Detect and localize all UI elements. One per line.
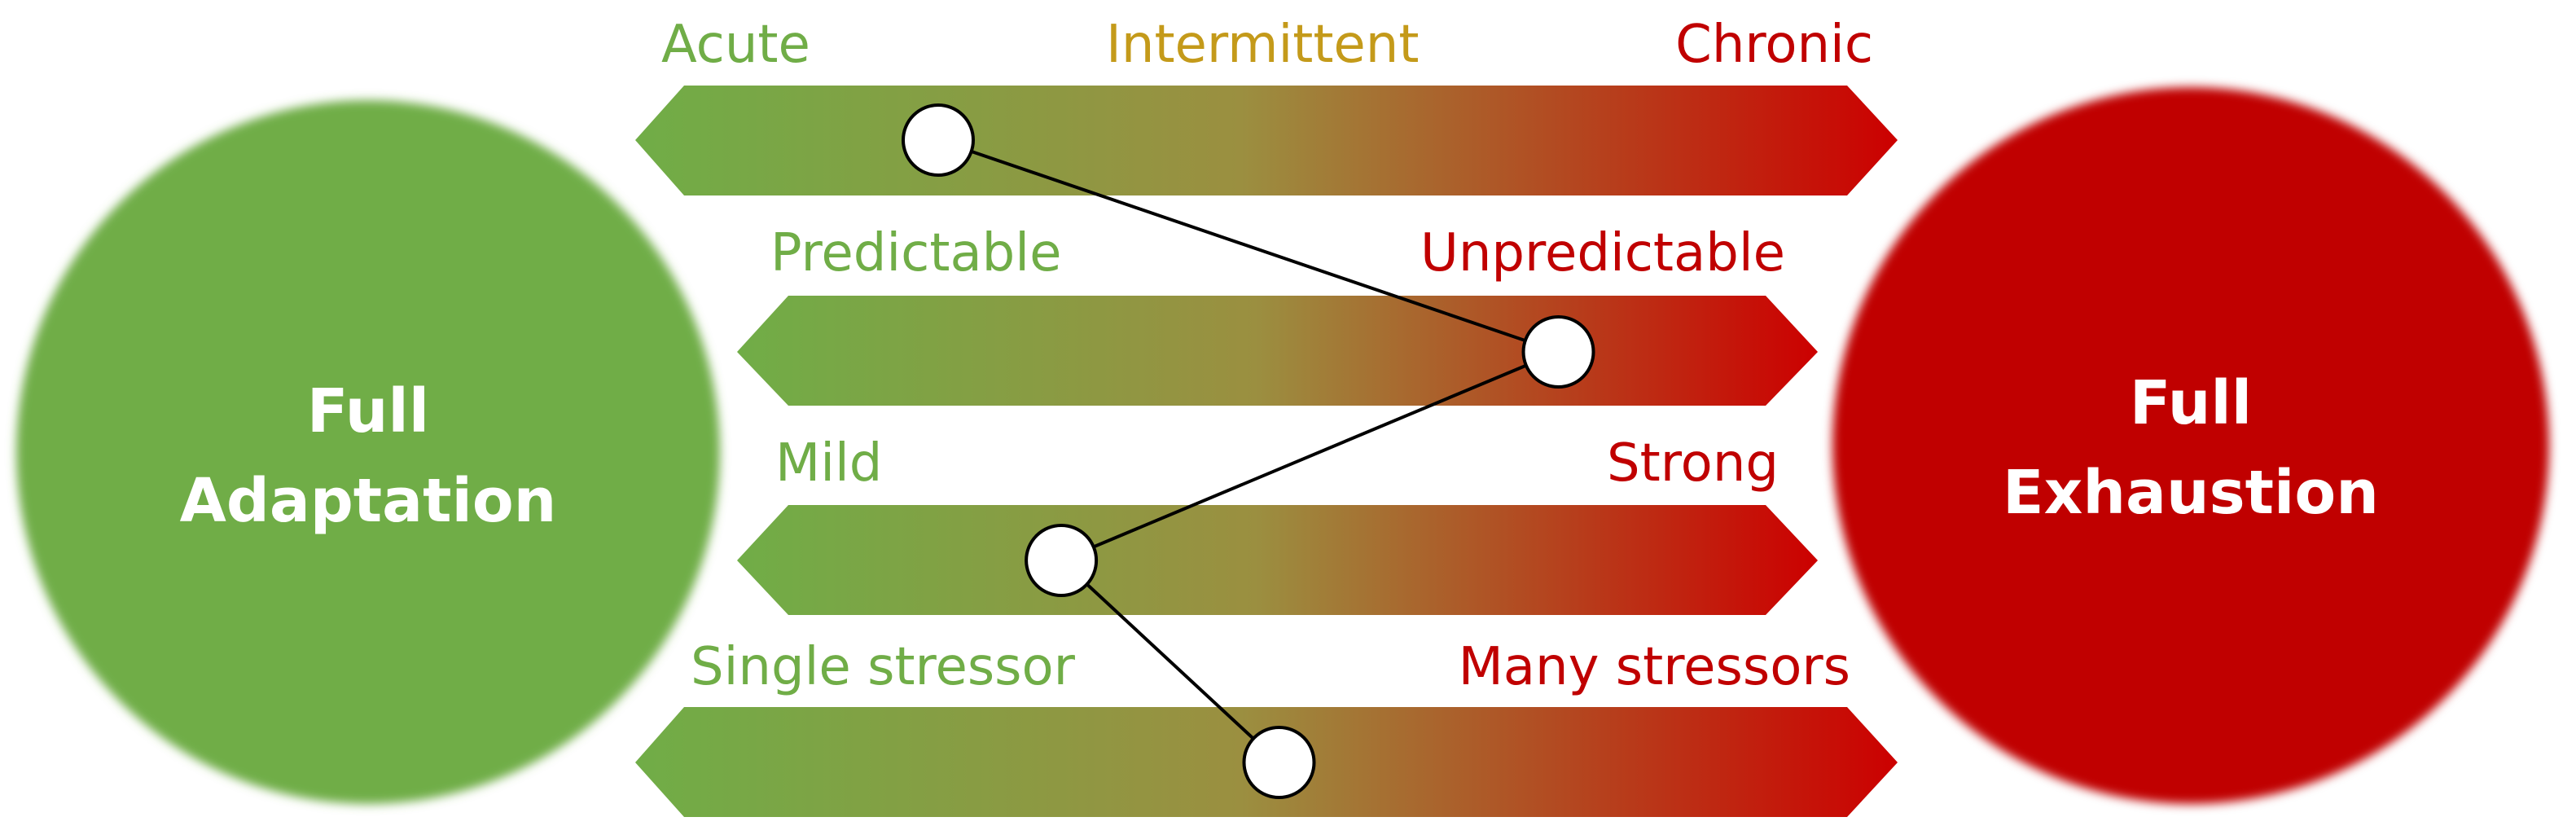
left-circle-line2: Adaptation bbox=[180, 466, 557, 536]
label-intermittent: Intermittent bbox=[1106, 15, 1419, 75]
marker-duration bbox=[902, 103, 975, 177]
full-exhaustion-circle: Full Exhaustion bbox=[1832, 87, 2549, 804]
label-single-stressor: Single stressor bbox=[691, 637, 1076, 697]
scale-bar-predictability bbox=[737, 296, 1818, 406]
profile-connector-line bbox=[937, 138, 1564, 764]
label-predictable: Predictable bbox=[770, 223, 1061, 283]
label-chronic: Chronic bbox=[1675, 15, 1873, 75]
label-mild: Mild bbox=[775, 433, 882, 494]
label-many-stressors: Many stressors bbox=[1459, 637, 1850, 697]
marker-intensity bbox=[1025, 524, 1099, 597]
marker-predictability bbox=[1521, 315, 1595, 389]
scale-bar-duration bbox=[635, 86, 1898, 195]
marker-stressor-count bbox=[1242, 726, 1316, 799]
right-circle-line1: Full bbox=[2130, 368, 2252, 438]
scale-labels: Acute Intermittent Chronic Predictable U… bbox=[661, 15, 1873, 697]
label-strong: Strong bbox=[1607, 433, 1779, 494]
scale-bar-intensity bbox=[737, 505, 1818, 615]
left-circle-line1: Full bbox=[307, 376, 429, 446]
full-adaptation-circle: Full Adaptation bbox=[16, 100, 720, 804]
right-circle-line2: Exhaustion bbox=[2003, 458, 2379, 528]
label-acute: Acute bbox=[661, 15, 810, 75]
scale-markers bbox=[902, 103, 1595, 799]
label-unpredictable: Unpredictable bbox=[1420, 223, 1785, 283]
